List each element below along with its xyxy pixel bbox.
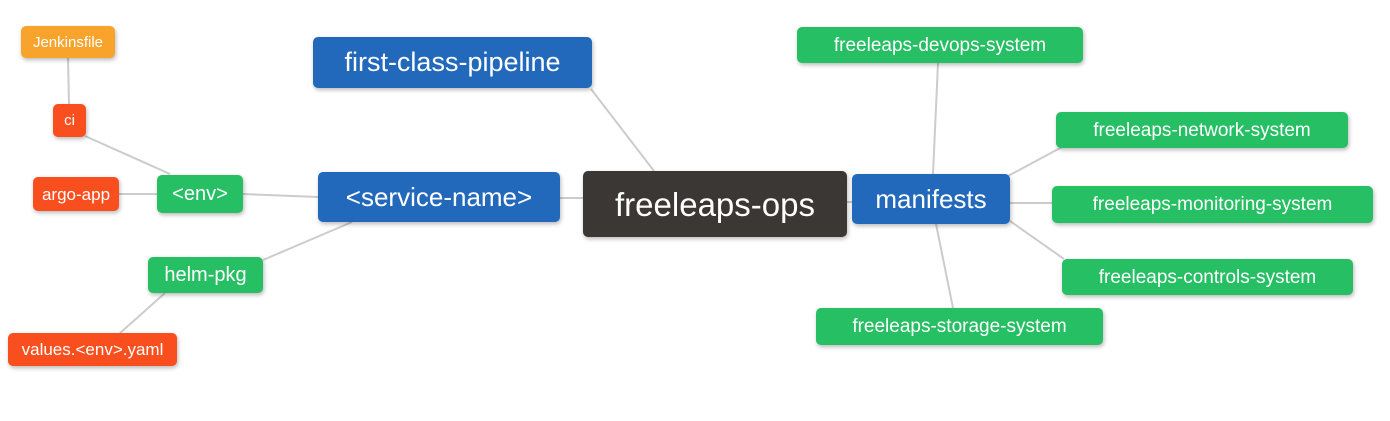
edge-manifests-to-freeleaps-storage-system [935,223,954,309]
node-jenkinsfile[interactable]: Jenkinsfile [21,26,115,58]
node-freeleaps-ops[interactable]: freeleaps-ops [583,171,847,237]
node-service-name[interactable]: <service-name> [318,172,560,222]
node-helm-pkg[interactable]: helm-pkg [148,257,263,293]
node-freeleaps-controls-system[interactable]: freeleaps-controls-system [1062,259,1353,295]
edge-helm-pkg-to-values-env-yaml [119,292,166,334]
node-label-freeleaps-controls-system: freeleaps-controls-system [1098,266,1317,288]
node-first-class-pipeline[interactable]: first-class-pipeline [313,37,592,88]
node-ci[interactable]: ci [53,104,86,137]
node-label-freeleaps-ops: freeleaps-ops [615,185,815,223]
edge-jenkinsfile-to-ci [67,57,70,105]
node-label-values-env-yaml: values.<env>.yaml [21,340,164,359]
edge-manifests-to-freeleaps-network-system [1007,146,1063,177]
node-label-ci: ci [64,112,75,129]
node-env[interactable]: <env> [157,175,243,213]
node-argo-app[interactable]: argo-app [33,177,119,211]
node-label-freeleaps-network-system: freeleaps-network-system [1093,119,1311,141]
edge-manifests-to-freeleaps-controls-system [1009,220,1065,260]
node-label-freeleaps-storage-system: freeleaps-storage-system [852,316,1067,337]
node-label-freeleaps-monitoring-system: freeleaps-monitoring-system [1092,194,1333,215]
edge-helm-pkg-to-service-name [262,221,353,261]
node-manifests[interactable]: manifests [852,174,1010,224]
node-freeleaps-network-system[interactable]: freeleaps-network-system [1056,112,1348,148]
edge-manifests-to-freeleaps-devops-system [932,62,939,175]
edge-first-class-pipeline-to-freeleaps-ops [590,88,655,172]
node-freeleaps-monitoring-system[interactable]: freeleaps-monitoring-system [1052,186,1373,223]
edge-env-to-service-name [242,193,319,198]
node-label-env: <env> [172,183,228,205]
node-label-argo-app: argo-app [41,184,111,204]
node-label-manifests: manifests [875,184,987,214]
edge-ci-to-env [84,135,171,175]
node-label-freeleaps-devops-system: freeleaps-devops-system [833,34,1047,56]
node-values-env-yaml[interactable]: values.<env>.yaml [8,333,177,366]
node-freeleaps-devops-system[interactable]: freeleaps-devops-system [797,27,1083,63]
node-freeleaps-storage-system[interactable]: freeleaps-storage-system [816,308,1103,345]
node-label-first-class-pipeline: first-class-pipeline [344,47,561,77]
node-label-helm-pkg: helm-pkg [164,264,247,286]
node-label-jenkinsfile: Jenkinsfile [32,33,104,51]
node-label-service-name: <service-name> [345,182,533,212]
